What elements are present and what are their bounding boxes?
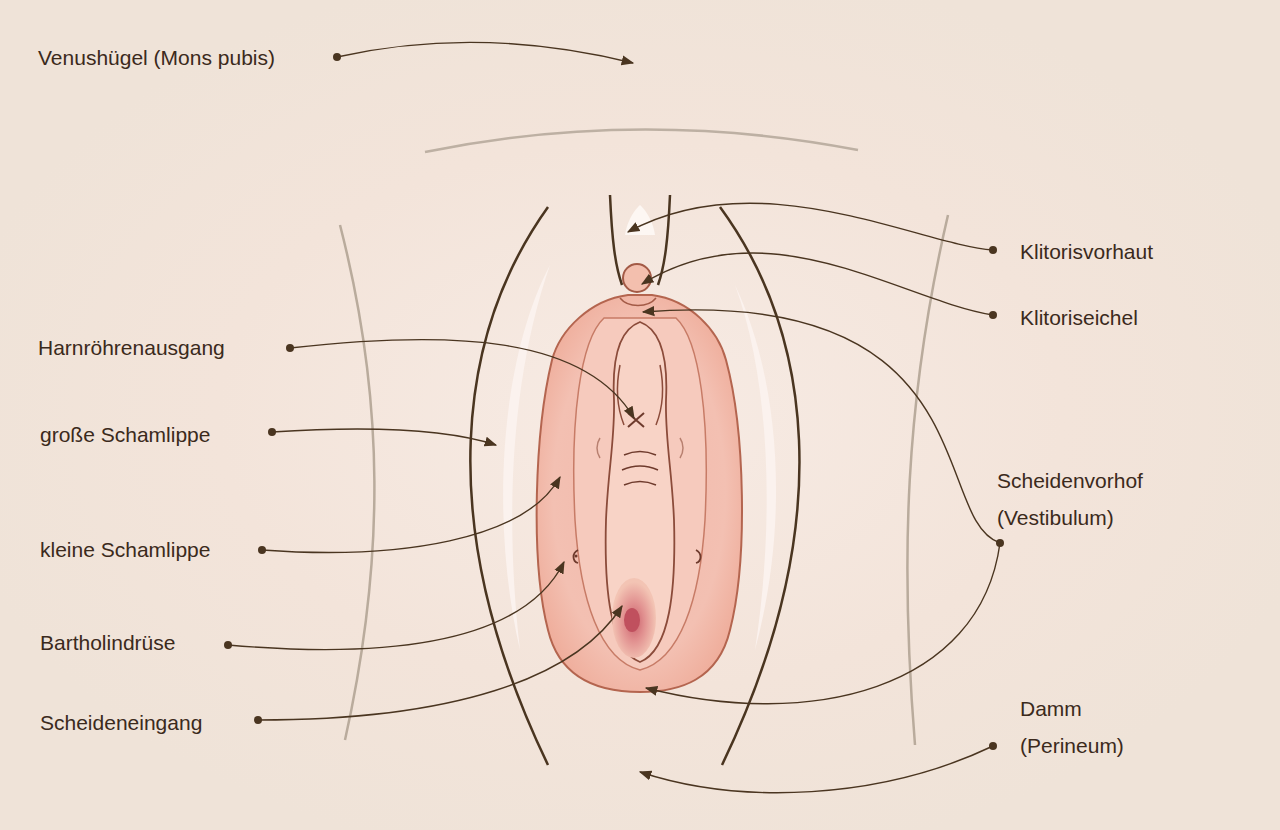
leader-dot xyxy=(224,641,232,649)
part-label: Harnröhrenausgang xyxy=(38,329,225,366)
leader-line xyxy=(290,339,634,418)
leader-line xyxy=(258,606,622,720)
leader-line xyxy=(337,42,633,63)
part-label: Klitoriseichel xyxy=(1020,299,1138,336)
leader-line xyxy=(228,562,564,650)
thigh-line xyxy=(340,225,374,740)
leader-dot xyxy=(333,53,341,61)
leader-dot xyxy=(989,311,997,319)
leader-line xyxy=(643,310,1000,543)
mons-line xyxy=(425,129,858,152)
part-label: Damm (Perineum) xyxy=(1020,690,1145,764)
labia-minora xyxy=(537,295,742,692)
bartholin-dot xyxy=(575,555,578,558)
bartholin-mark xyxy=(574,550,579,563)
clitoral-glans xyxy=(623,264,651,292)
part-label: Klitorisvorhaut xyxy=(1020,233,1153,270)
leader-line xyxy=(640,746,993,793)
bartholin-mark xyxy=(696,550,701,563)
leader-line xyxy=(646,543,1000,704)
hymen-folds xyxy=(622,452,658,486)
frenulum xyxy=(620,298,656,306)
fold xyxy=(597,438,683,458)
thigh-line xyxy=(907,215,948,745)
leader-line xyxy=(642,253,993,315)
vaginal-opening-center xyxy=(624,608,640,632)
part-label: kleine Schamlippe xyxy=(40,531,210,568)
labia-inner xyxy=(574,318,707,670)
part-label: Venushügel (Mons pubis) xyxy=(38,39,275,76)
leader-line xyxy=(262,477,560,552)
leader-dot xyxy=(989,742,997,750)
leader-dot xyxy=(286,344,294,352)
vestibule xyxy=(606,322,675,662)
part-label: Scheidenvorhof (Vestibulum) xyxy=(997,462,1207,536)
leader-line xyxy=(272,429,496,445)
leader-line xyxy=(628,203,993,250)
part-label: große Schamlippe xyxy=(40,416,210,453)
leader-dot xyxy=(989,246,997,254)
vaginal-opening xyxy=(612,578,656,658)
part-label: Bartholindrüse xyxy=(40,624,175,661)
part-label: Scheideneingang xyxy=(40,704,202,741)
leader-dot xyxy=(258,546,266,554)
leader-dot xyxy=(996,539,1004,547)
leader-dot xyxy=(254,716,262,724)
leader-dot xyxy=(268,428,276,436)
hood-line xyxy=(610,195,622,285)
urethra-mark xyxy=(628,413,644,427)
